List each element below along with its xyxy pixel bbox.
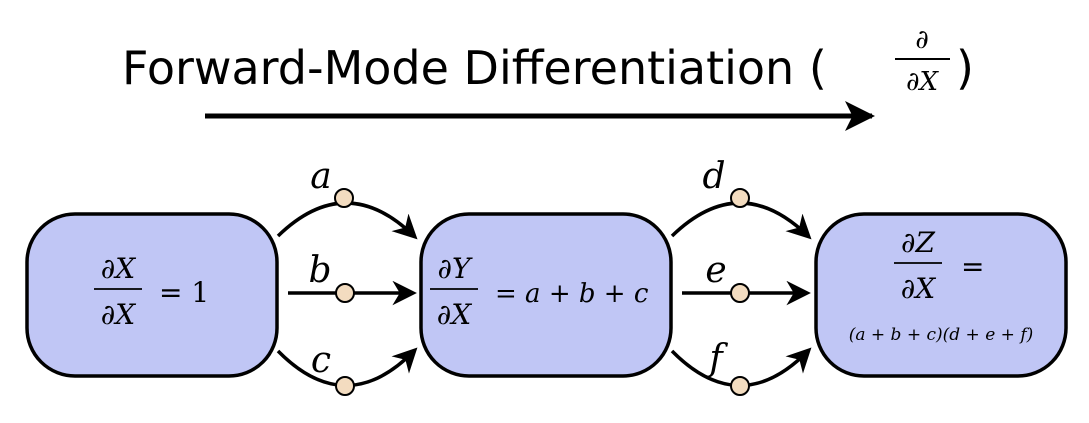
node-z-denominator: ∂X: [901, 272, 936, 305]
node-dz-dx: ∂Z ∂X = (a + b + c)(d + e + f): [814, 212, 1068, 378]
edge-c: c: [276, 340, 418, 396]
node-z-rhs: =: [961, 250, 984, 283]
edge-e-dot: [730, 283, 750, 303]
node-dy-dx: ∂Y ∂X = a + b + c: [419, 212, 673, 378]
edge-d-dot: [730, 188, 750, 208]
edge-e: e: [682, 250, 811, 306]
edge-a-label: a: [310, 156, 331, 197]
edge-b-label: b: [308, 250, 331, 291]
edge-d-label: d: [702, 156, 725, 197]
node-y-numerator: ∂Y: [438, 252, 473, 285]
node-x-denominator: ∂X: [101, 298, 136, 331]
edge-a-dot: [334, 188, 354, 208]
edge-d: d: [670, 156, 812, 240]
title-frac-den: ∂X: [906, 67, 939, 97]
node-dx-dx: ∂X ∂X = 1: [25, 212, 279, 378]
node-x-numerator: ∂X: [101, 252, 136, 285]
node-y-rhs: = a + b + c: [495, 279, 649, 309]
edge-e-label: e: [705, 250, 726, 291]
title-close-paren: ): [956, 41, 974, 95]
edge-f: f: [670, 338, 812, 396]
title-frac-num: ∂: [915, 25, 928, 55]
edge-c-label: c: [311, 340, 331, 381]
node-z-numerator: ∂Z: [901, 226, 935, 259]
edge-f-dot: [730, 376, 750, 396]
node-z-subexpression: (a + b + c)(d + e + f): [849, 325, 1034, 345]
node-y-denominator: ∂X: [437, 298, 472, 331]
edge-b-dot: [335, 283, 355, 303]
edge-a: a: [276, 156, 418, 240]
edge-f-label: f: [706, 338, 728, 379]
title-text: Forward-Mode Differentiation (: [122, 41, 827, 95]
edge-b: b: [288, 250, 417, 306]
node-x-rhs: = 1: [159, 276, 209, 309]
edge-c-dot: [335, 376, 355, 396]
